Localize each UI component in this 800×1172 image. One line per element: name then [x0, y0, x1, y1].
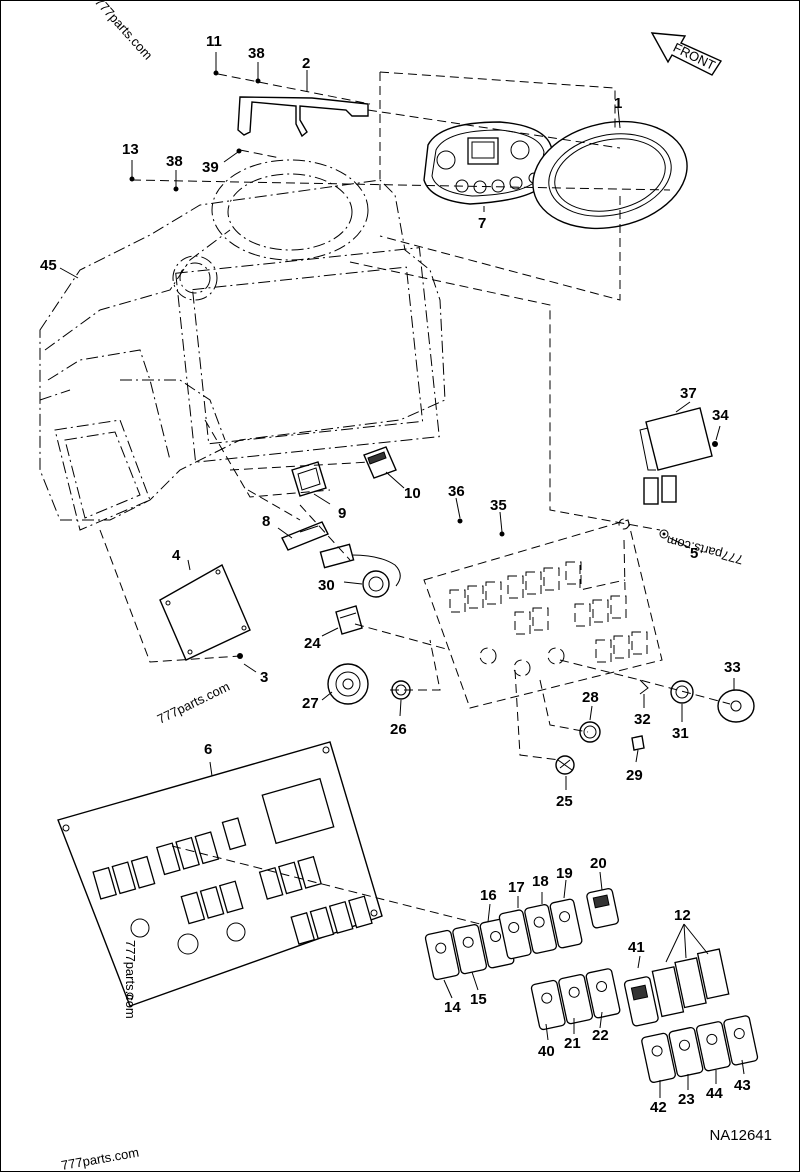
callout-17: 17: [508, 879, 525, 896]
callout-5: 5: [690, 545, 698, 562]
callout-4: 4: [172, 547, 181, 564]
callout-37: 37: [680, 385, 697, 402]
callout-34: 34: [712, 407, 729, 424]
callout-10: 10: [404, 485, 421, 502]
front-label: FRONT: [671, 40, 718, 73]
grommet-part: [579, 721, 601, 743]
callout-6: 6: [204, 741, 212, 758]
switch-part: [291, 461, 327, 497]
callout-38-top: 38: [248, 45, 265, 62]
instrument-cluster: [423, 121, 553, 205]
watermark-bottom: 777parts.com: [60, 1145, 140, 1172]
callout-45: 45: [40, 257, 57, 274]
connector-part: [281, 521, 329, 551]
leader-lines: [59, 52, 745, 1098]
bracket-part: [237, 96, 369, 138]
callout-labels: 1 2 3 4 5 6 7 8 9 10 11 12 13 14 15 16 1…: [40, 33, 751, 1116]
callout-23: 23: [678, 1091, 695, 1108]
small-knob-part: [555, 755, 575, 775]
callout-14: 14: [444, 999, 461, 1016]
control-module: [639, 407, 713, 505]
callout-22: 22: [592, 1027, 609, 1044]
callout-31: 31: [672, 725, 689, 742]
cap-part: [717, 689, 755, 723]
callout-11: 11: [206, 33, 222, 50]
bezel-ring: [532, 120, 688, 230]
bushing-part: [670, 680, 694, 704]
switch-panel-phantom: [423, 518, 663, 709]
cover-plate: [159, 564, 251, 661]
watermark-right: 777parts.com: [665, 533, 745, 568]
callout-32: 32: [634, 711, 651, 728]
callout-39: 39: [202, 159, 219, 176]
callout-25: 25: [556, 793, 573, 810]
assembly-lines: [99, 71, 731, 925]
callout-3: 3: [260, 669, 268, 686]
watermark-top: 777parts.com: [92, 0, 156, 63]
callout-44: 44: [706, 1085, 723, 1102]
rocker-part: [363, 446, 397, 479]
harness-plug: [319, 543, 401, 598]
clip-part: [335, 605, 363, 635]
callout-9: 9: [338, 505, 346, 522]
clip-small-part: [631, 735, 645, 751]
callout-27: 27: [302, 695, 319, 712]
watermark-left: 777parts.com: [123, 940, 138, 1019]
callout-28: 28: [582, 689, 599, 706]
callout-13: 13: [122, 141, 139, 158]
callout-38-lower: 38: [166, 153, 183, 170]
callout-15: 15: [470, 991, 487, 1008]
callout-30: 30: [318, 577, 335, 594]
callout-8: 8: [262, 513, 270, 530]
callout-42: 42: [650, 1099, 667, 1116]
callout-7: 7: [478, 215, 486, 232]
callout-29: 29: [626, 767, 643, 784]
callout-36: 36: [448, 483, 465, 500]
callout-35: 35: [490, 497, 507, 514]
knob-part: [327, 663, 369, 705]
callout-19: 19: [556, 865, 573, 882]
front-arrow-icon: FRONT: [650, 32, 723, 76]
callout-24: 24: [304, 635, 321, 652]
callout-40: 40: [538, 1043, 555, 1060]
dash-panel-body: [39, 159, 446, 531]
spring-clip-part: [639, 679, 649, 695]
callout-1: 1: [614, 95, 622, 112]
rocker-switch-group: [424, 888, 759, 1083]
callout-18: 18: [532, 873, 549, 890]
watermark-middle: 777parts.com: [155, 679, 232, 727]
callout-20: 20: [590, 855, 607, 872]
callout-16: 16: [480, 887, 497, 904]
callout-43: 43: [734, 1077, 751, 1094]
drawing-code: NA12641: [709, 1127, 772, 1144]
switch-plate: [57, 741, 383, 1007]
callout-33: 33: [724, 659, 741, 676]
callout-41: 41: [628, 939, 645, 956]
callout-26: 26: [390, 721, 407, 738]
callout-21: 21: [564, 1035, 581, 1052]
callout-12: 12: [674, 907, 691, 924]
callout-2: 2: [302, 55, 310, 72]
